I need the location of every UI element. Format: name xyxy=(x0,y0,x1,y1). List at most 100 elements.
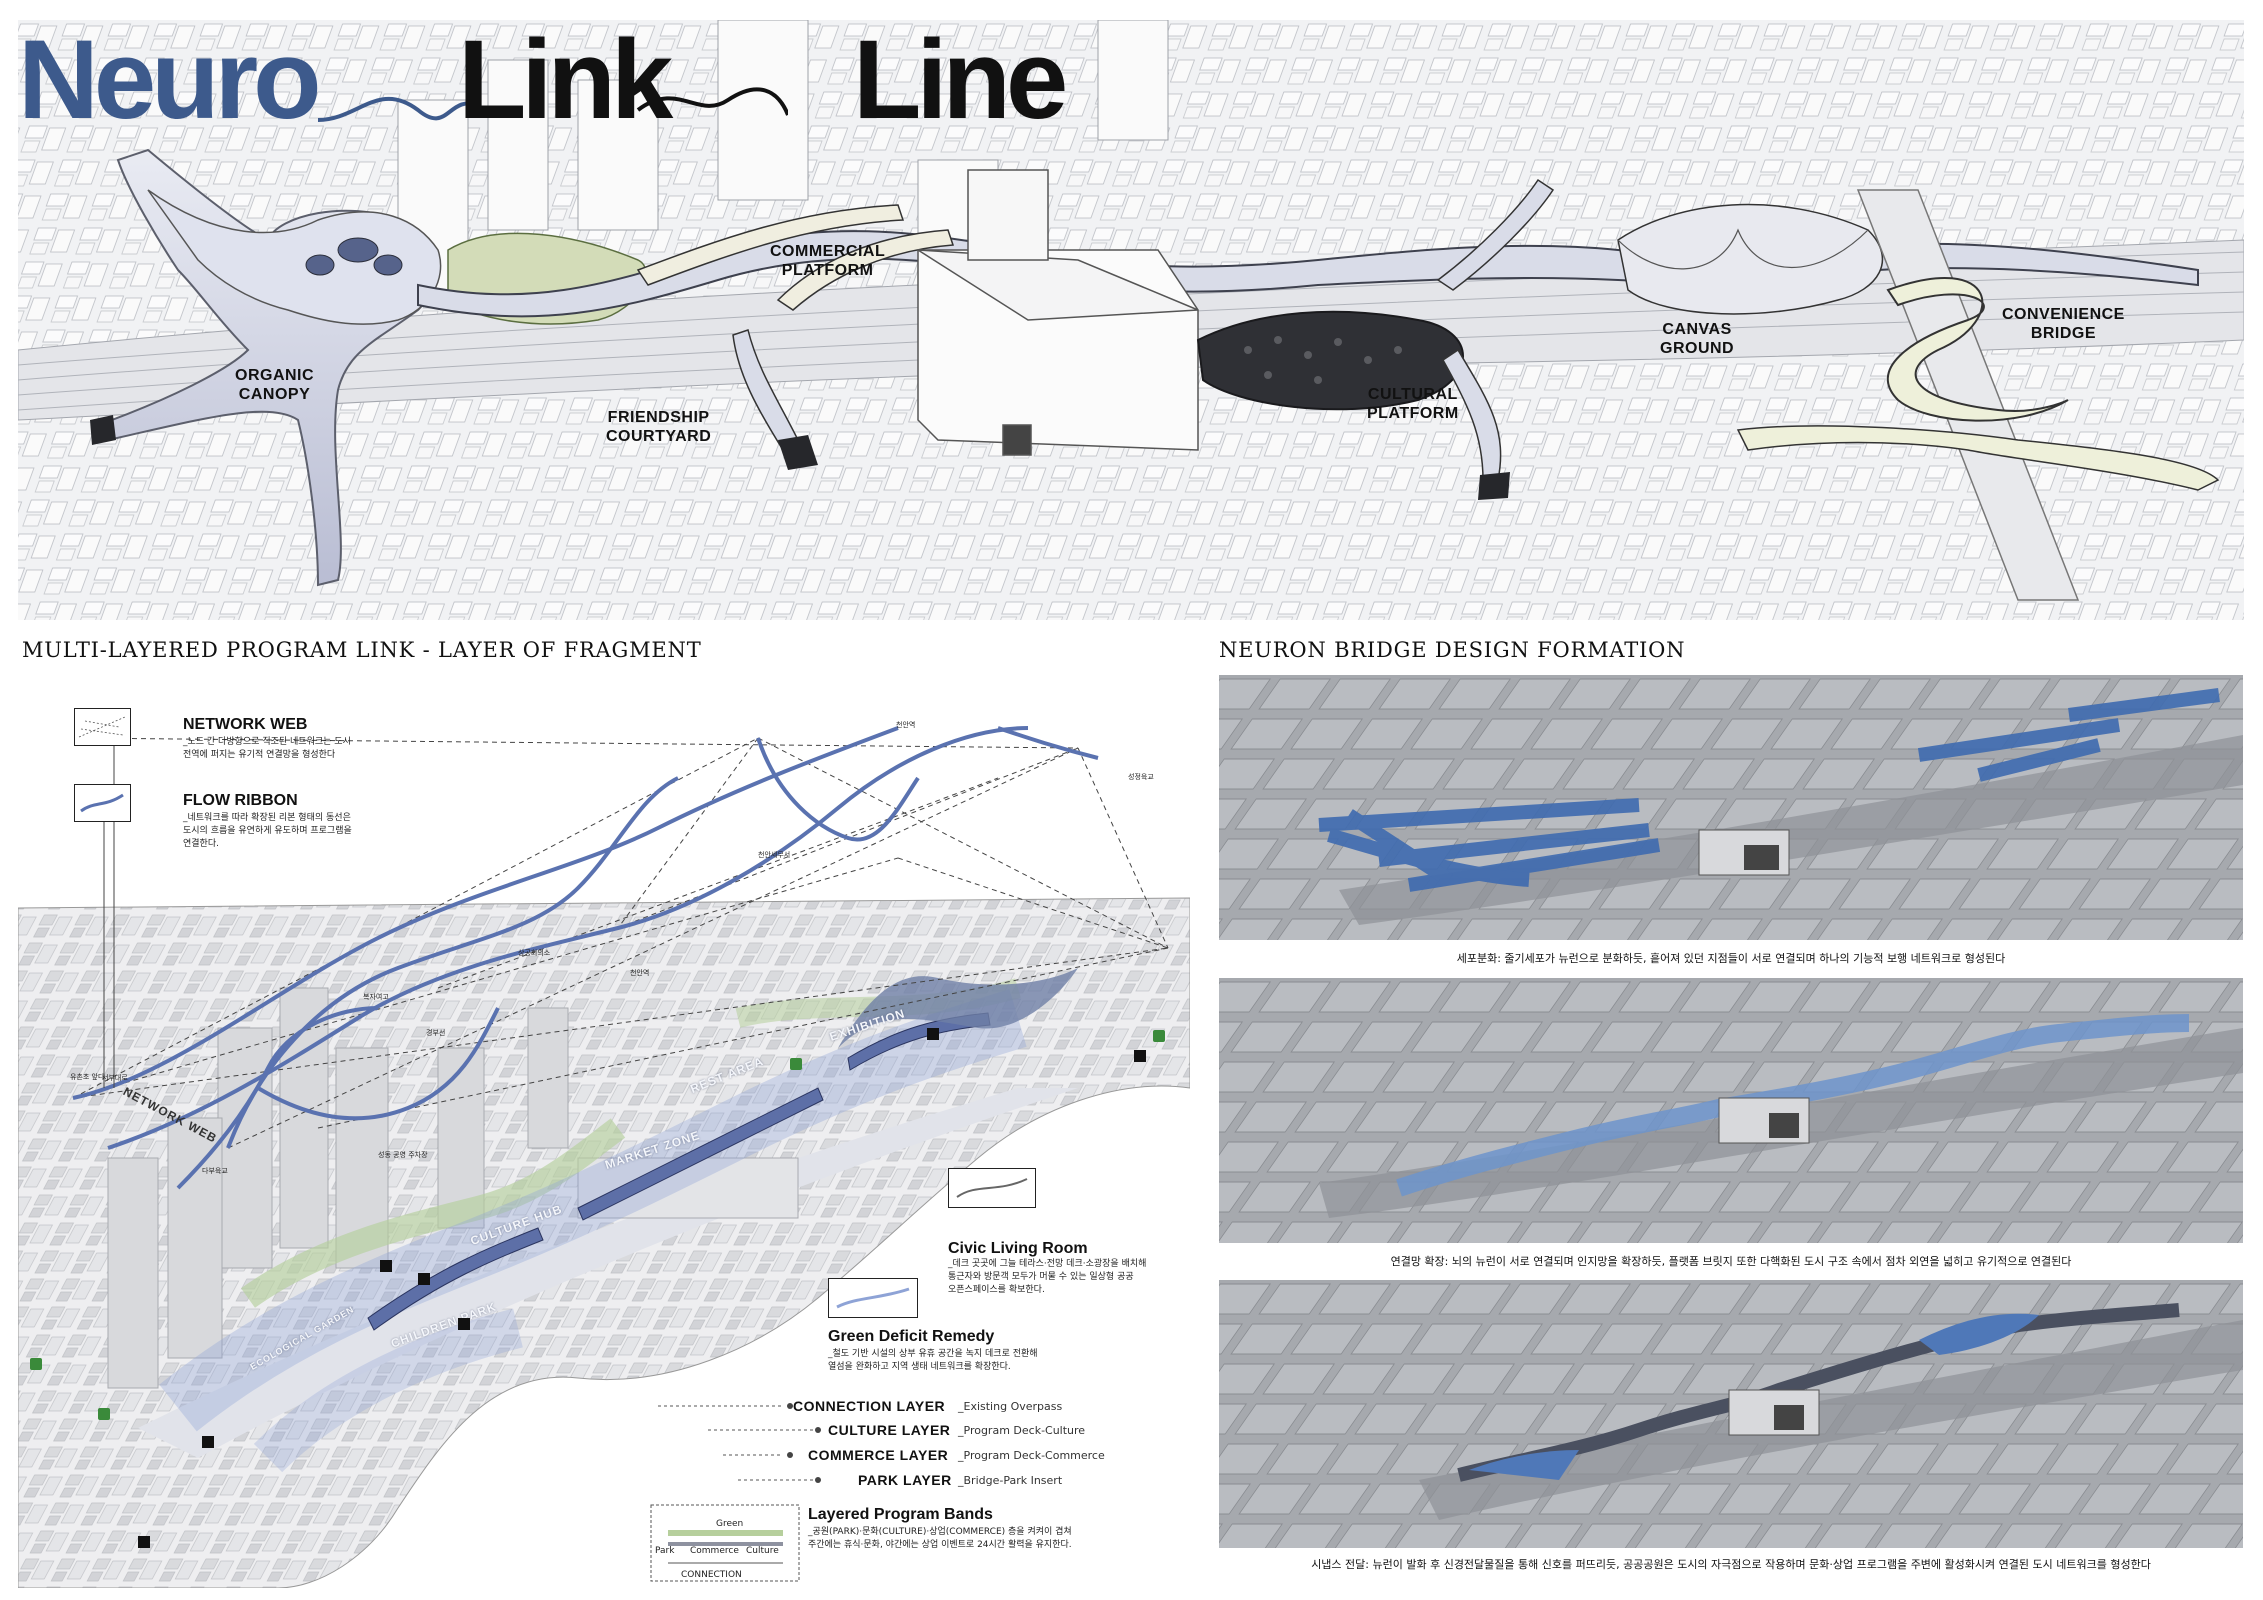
facility-icon xyxy=(418,1273,430,1285)
label-line: COURTYARD xyxy=(606,428,712,445)
civic-living-room-title: Civic Living Room xyxy=(948,1240,1088,1257)
label-line: BRIDGE xyxy=(2030,325,2097,342)
node-label: 서부대로 xyxy=(102,1074,128,1082)
facility-icon xyxy=(458,1318,470,1330)
desc-line: 주간에는 휴식·문화, 야간에는 상업 이벤트로 24시간 활력을 유지한다. xyxy=(808,1540,1072,1550)
layer-commerce-desc: _Program Deck-Commerce xyxy=(958,1449,1105,1462)
desc-line: _공원(PARK)·문화(CULTURE)·상업(COMMERCE) 층을 켜켜… xyxy=(808,1527,1072,1537)
formation-render-2 xyxy=(1219,978,2243,1243)
tree-icon xyxy=(790,1058,802,1070)
label-canvas-ground: CANVAS GROUND xyxy=(1660,320,1734,358)
flow-ribbon-title: FLOW RIBBON xyxy=(183,792,298,809)
green-deficit-thumbnail xyxy=(828,1278,918,1318)
facility-icon xyxy=(202,1436,214,1448)
desc-line: 전역에 퍼지는 유기적 연결망을 형성한다 xyxy=(183,750,336,760)
network-web-desc: _노드 간 다방향으로 직조된 네트워크는 도시 전역에 퍼지는 유기적 연결망… xyxy=(183,736,351,762)
network-web-thumb-icon xyxy=(78,716,126,738)
formation-panel-1 xyxy=(1219,675,2243,940)
green-deficit-title: Green Deficit Remedy xyxy=(828,1328,995,1345)
node-label: 천안역 xyxy=(896,721,916,729)
hero-render xyxy=(18,20,2244,620)
layer-park-desc: _Bridge-Park Insert xyxy=(958,1474,1063,1487)
tree-icon xyxy=(98,1408,110,1420)
desc-line: 연결한다. xyxy=(183,839,219,849)
program-layer-diagram: NETWORK WEB _노드 간 다방향으로 직조된 네트워크는 도시 전역에… xyxy=(18,688,1190,1588)
civic-living-room-desc: _데크 곳곳에 그늘 테라스·전망 데크·소광장을 배치해 통근자와 방문객 모… xyxy=(948,1258,1146,1297)
layer-culture-name: CULTURE LAYER xyxy=(828,1422,951,1438)
axonometric-diagram-illustration xyxy=(18,726,1190,1588)
poster-title: Neuro Link Line xyxy=(18,20,1078,140)
desc-line: _데크 곳곳에 그늘 테라스·전망 데크·소광장을 배치해 xyxy=(948,1259,1147,1269)
formation-panel-2 xyxy=(1219,978,2243,1243)
tree-icon xyxy=(1153,1030,1165,1042)
label-line: ORGANIC xyxy=(235,367,315,384)
label-line: CONVENIENCE xyxy=(2002,306,2125,323)
node-label: 경부선 xyxy=(426,1029,446,1037)
section-heading-right: NEURON BRIDGE DESIGN FORMATION xyxy=(1219,638,1686,662)
layer-park-name: PARK LAYER xyxy=(858,1472,952,1488)
facility-icon xyxy=(1134,1050,1146,1062)
label-line: CULTURAL xyxy=(1367,386,1458,403)
label-line: PLATFORM xyxy=(781,262,874,279)
section-heading-left: MULTI-LAYERED PROGRAM LINK - LAYER OF FR… xyxy=(22,638,702,662)
label-friendship-courtyard: FRIENDSHIP COURTYARD xyxy=(606,408,711,446)
node-label: 천안역 xyxy=(630,969,650,977)
layer-connection-name: CONNECTION LAYER xyxy=(793,1398,946,1414)
label-line: COMMERCIAL xyxy=(770,243,886,260)
title-word-link: Link xyxy=(458,17,673,142)
flow-ribbon-thumbnail xyxy=(74,784,131,822)
formation-render-1 xyxy=(1219,675,2243,940)
layer-connection-desc: _Existing Overpass xyxy=(958,1400,1063,1413)
tree-icon xyxy=(30,1358,42,1370)
green-thumb-icon xyxy=(836,1287,910,1309)
label-line: FRIENDSHIP xyxy=(607,409,710,426)
civic-thumb-icon xyxy=(956,1178,1028,1198)
node-label: 상공회의소 xyxy=(518,949,551,957)
desc-line: 열섬을 완화하고 지역 생태 네트워크를 확장한다. xyxy=(828,1362,1011,1372)
desc-line: 도시의 흐름을 유연하게 유도하며 프로그램을 xyxy=(183,826,352,836)
node-label: 유촌초 앞다 xyxy=(70,1073,105,1081)
title-word-line: Line xyxy=(853,17,1068,142)
node-label: 성동 공영 주차장 xyxy=(378,1151,428,1159)
parking-icon xyxy=(380,1260,392,1272)
node-label: 천안세무서 xyxy=(758,851,791,859)
label-organic-canopy: ORGANIC CANOPY xyxy=(235,366,314,404)
formation-panel-3 xyxy=(1219,1280,2243,1548)
desc-line: 통근자와 방문객 모두가 머물 수 있는 일상형 공공 xyxy=(948,1272,1134,1282)
label-line: CANOPY xyxy=(238,386,311,403)
facility-icon xyxy=(138,1536,150,1548)
band-green-label: Green xyxy=(716,1519,744,1529)
node-label: 성정육교 xyxy=(1128,773,1154,781)
facility-icon xyxy=(927,1028,939,1040)
label-commercial-platform: COMMERCIAL PLATFORM xyxy=(770,242,885,280)
label-cultural-platform: CULTURAL PLATFORM xyxy=(1367,385,1459,423)
label-line: PLATFORM xyxy=(1367,405,1459,422)
title-word-neuro: Neuro xyxy=(18,17,322,142)
label-convenience-bridge: CONVENIENCE BRIDGE xyxy=(2002,305,2125,343)
layered-bands-desc: _공원(PARK)·문화(CULTURE)·상업(COMMERCE) 층을 켜켜… xyxy=(808,1526,1072,1552)
flow-ribbon-thumb-icon xyxy=(80,793,124,813)
label-line: CANVAS xyxy=(1662,321,1732,338)
label-line: GROUND xyxy=(1660,340,1735,357)
network-web-thumbnail xyxy=(74,708,131,746)
flow-ribbon-desc: _네트워크를 따라 확장된 리본 형태의 동선은 도시의 흐름을 유연하게 유도… xyxy=(183,812,352,851)
layered-bands-title: Layered Program Bands xyxy=(808,1506,993,1523)
node-label: 다부육교 xyxy=(202,1167,228,1175)
title-squiggle-icon xyxy=(318,87,788,122)
desc-line: 오픈스페이스를 확보한다. xyxy=(948,1285,1045,1295)
civic-living-room-thumbnail xyxy=(948,1168,1036,1208)
node-label: 복자여고 xyxy=(363,993,389,1001)
caption-1: 세포분화: 줄기세포가 뉴런으로 분화하듯, 흩어져 있던 지점들이 서로 연결… xyxy=(1456,952,2006,965)
layer-commerce-name: COMMERCE LAYER xyxy=(808,1447,949,1463)
band-park-label: Park xyxy=(655,1546,675,1556)
caption-3: 시냅스 전달: 뉴런이 발화 후 신경전달물질을 통해 신호를 퍼뜨리듯, 공공… xyxy=(1311,1558,2151,1571)
hero-aerial-illustration xyxy=(18,20,2244,620)
green-deficit-desc: _철도 기반 시설의 상부 유휴 공간을 녹지 데크로 전환해 열섬을 완화하고… xyxy=(828,1348,1038,1374)
layer-culture-desc: _Program Deck-Culture xyxy=(958,1424,1086,1437)
band-commerce-label: Commerce xyxy=(690,1546,739,1556)
desc-line: _노드 간 다방향으로 직조된 네트워크는 도시 xyxy=(183,737,351,747)
formation-render-3 xyxy=(1219,1280,2243,1548)
network-web-title: NETWORK WEB xyxy=(183,716,308,733)
band-connection-label: CONNECTION xyxy=(681,1570,742,1580)
desc-line: _네트워크를 따라 확장된 리본 형태의 동선은 xyxy=(183,813,351,823)
